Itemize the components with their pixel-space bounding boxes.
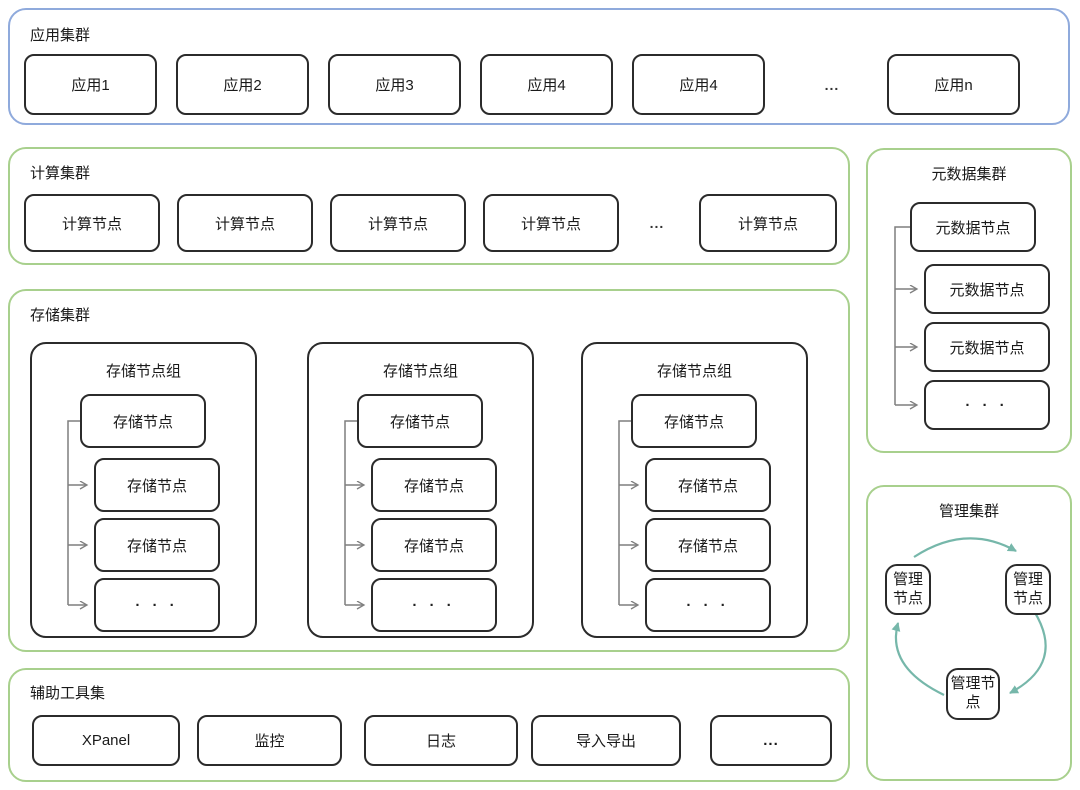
app-node: 应用4 xyxy=(480,54,613,115)
app-node: 应用n xyxy=(887,54,1020,115)
app-node: 应用4 xyxy=(632,54,765,115)
tool-node: 日志 xyxy=(364,715,518,766)
storage-node: 存储节点 xyxy=(80,394,206,448)
tool-node: 导入导出 xyxy=(531,715,681,766)
storage-node-ellipsis: · · · xyxy=(645,578,771,632)
toolset-title: 辅助工具集 xyxy=(30,685,106,702)
app-cluster-title: 应用集群 xyxy=(30,27,91,44)
compute-cluster-panel: 计算集群 计算节点 计算节点 计算节点 计算节点 ... 计算节点 xyxy=(8,147,850,265)
management-cycle-arrows xyxy=(891,537,1047,696)
app-row-ellipsis: ... xyxy=(824,76,840,93)
compute-node: 计算节点 xyxy=(24,194,160,252)
storage-group: 存储节点组 存储节点 存储节点 存储节点 · · · xyxy=(581,342,808,638)
tool-node: XPanel xyxy=(32,715,180,766)
storage-node: 存储节点 xyxy=(645,518,771,572)
management-cluster-title: 管理集群 xyxy=(938,503,999,520)
management-node: 管理节点 xyxy=(946,668,1000,720)
storage-node: 存储节点 xyxy=(371,518,497,572)
storage-node: 存储节点 xyxy=(94,458,220,512)
management-node: 管理节点 xyxy=(1005,564,1051,615)
storage-node: 存储节点 xyxy=(371,458,497,512)
app-node: 应用1 xyxy=(24,54,157,115)
compute-node: 计算节点 xyxy=(699,194,837,252)
storage-group-title: 存储节点组 xyxy=(105,363,181,380)
metadata-node: 元数据节点 xyxy=(924,322,1050,372)
storage-node: 存储节点 xyxy=(357,394,483,448)
tool-node-ellipsis: ... xyxy=(710,715,832,766)
storage-node-ellipsis: · · · xyxy=(371,578,497,632)
metadata-cluster-title: 元数据集群 xyxy=(931,166,1007,183)
compute-node: 计算节点 xyxy=(483,194,619,252)
tool-node: 监控 xyxy=(197,715,342,766)
compute-node: 计算节点 xyxy=(177,194,313,252)
app-node: 应用2 xyxy=(176,54,309,115)
management-node: 管理节点 xyxy=(885,564,931,615)
storage-node: 存储节点 xyxy=(94,518,220,572)
storage-group-title: 存储节点组 xyxy=(656,363,732,380)
metadata-node: 元数据节点 xyxy=(910,202,1036,252)
storage-group: 存储节点组 存储节点 存储节点 存储节点 · · · xyxy=(307,342,534,638)
management-cluster-panel: 管理集群 管理节点 管理节点 管理节点 xyxy=(866,485,1072,781)
storage-cluster-panel: 存储集群 存储节点组 存储节点 存储节点 存储节点 · · · 存储 xyxy=(8,289,850,652)
storage-node: 存储节点 xyxy=(645,458,771,512)
metadata-node: 元数据节点 xyxy=(924,264,1050,314)
storage-cluster-title: 存储集群 xyxy=(30,307,91,324)
storage-group: 存储节点组 存储节点 存储节点 存储节点 · · · xyxy=(30,342,257,638)
metadata-cluster-panel: 元数据集群 元数据节点 元数据节点 元数据节点 · · · xyxy=(866,148,1072,453)
compute-row-ellipsis: ... xyxy=(649,215,665,231)
storage-node-ellipsis: · · · xyxy=(94,578,220,632)
metadata-node-ellipsis: · · · xyxy=(924,380,1050,430)
app-node: 应用3 xyxy=(328,54,461,115)
app-cluster-panel: 应用集群 应用1 应用2 应用3 应用4 应用4 ... 应用n xyxy=(8,8,1070,125)
compute-node: 计算节点 xyxy=(330,194,466,252)
compute-cluster-title: 计算集群 xyxy=(30,165,91,182)
storage-group-title: 存储节点组 xyxy=(382,363,458,380)
toolset-panel: 辅助工具集 XPanel 监控 日志 导入导出 ... xyxy=(8,668,850,782)
storage-node: 存储节点 xyxy=(631,394,757,448)
